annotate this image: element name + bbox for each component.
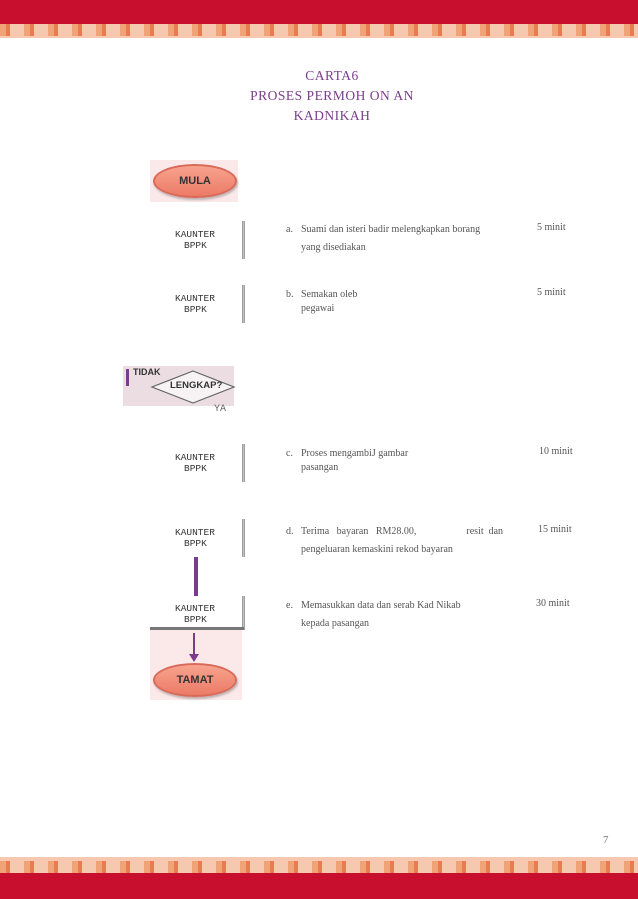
step-a-time: 5 minit bbox=[537, 222, 566, 233]
step-text-cont: pasangan bbox=[301, 462, 339, 473]
process-box-edge-a bbox=[242, 221, 245, 259]
step-d: d. Terima bayaran RM28.00, resit dan pen… bbox=[286, 523, 531, 559]
counter-name: KAUNTER bbox=[175, 603, 215, 614]
process-box-edge-b bbox=[242, 285, 245, 323]
no-label: TIDAK bbox=[133, 367, 161, 377]
step-text-cont: yang disediakan bbox=[301, 242, 366, 253]
step-text: Proses mengambiJ gambar bbox=[301, 448, 409, 459]
end-terminal: TAMAT bbox=[153, 663, 237, 697]
chart-title-line3: KADNIKAH bbox=[293, 108, 371, 123]
counter-name: KAUNTER bbox=[175, 229, 215, 240]
decision-label: LENGKAP? bbox=[170, 380, 223, 391]
process-box-edge-e bbox=[242, 596, 245, 630]
step-index: d. bbox=[286, 526, 294, 537]
step-text-cont: kepada pasangan bbox=[301, 618, 370, 629]
counter-name: KAUNTER bbox=[175, 293, 215, 304]
step-e: e. Memasukkan data dan serab Kad Nikab k… bbox=[286, 597, 526, 633]
down-arrow-icon bbox=[189, 654, 199, 662]
counter-name: KAUNTER bbox=[175, 527, 215, 538]
step-text-cont: pegawai bbox=[301, 303, 335, 314]
start-terminal: MULA bbox=[153, 164, 237, 198]
step-d-time: 15 minit bbox=[538, 524, 572, 535]
counter-unit: BPPK bbox=[184, 304, 207, 315]
step-b-time: 5 minit bbox=[537, 287, 566, 298]
start-label: MULA bbox=[179, 175, 211, 187]
step-a: a. Suami dan isteri badir melengkapkan b… bbox=[286, 221, 526, 257]
chart-title-line2: PROSES PERMOH ON AN bbox=[250, 88, 414, 103]
step-c: c. Proses mengambiJ gambar pasangan bbox=[286, 445, 526, 477]
process-box-edge-c bbox=[242, 444, 245, 482]
no-branch-line bbox=[126, 369, 129, 386]
counter-unit: BPPK bbox=[184, 240, 207, 251]
chart-title: CARTA6 PROSES PERMOH ON AN KADNIKAH bbox=[232, 66, 432, 126]
flow-connector-line bbox=[194, 557, 198, 596]
step-text: Suami dan isteri badir melengkapkan bora… bbox=[301, 224, 481, 235]
step-c-time: 10 minit bbox=[539, 446, 573, 457]
step-text: Semakan oleb bbox=[301, 289, 358, 300]
step-index: b. bbox=[286, 289, 294, 300]
step-index: e. bbox=[286, 600, 293, 611]
top-decorative-banner bbox=[0, 0, 638, 38]
step-text-cont: pengeluaran kemaskini rekod bayaran bbox=[301, 544, 453, 555]
step-e-time: 30 minit bbox=[536, 598, 570, 609]
step-index: a. bbox=[286, 224, 293, 235]
bottom-decorative-banner bbox=[0, 857, 638, 899]
step-text: Terima bayaran RM28.00, resit dan bbox=[301, 526, 504, 537]
process-box-bottom-edge bbox=[150, 627, 244, 630]
counter-unit: BPPK bbox=[184, 614, 207, 625]
counter-unit: BPPK bbox=[184, 538, 207, 549]
chart-title-line1: CARTA6 bbox=[305, 68, 359, 83]
step-text: Memasukkan data dan serab Kad Nikab bbox=[301, 600, 461, 611]
counter-unit: BPPK bbox=[184, 463, 207, 474]
yes-label: YA bbox=[214, 404, 227, 415]
counter-name: KAUNTER bbox=[175, 452, 215, 463]
process-box-edge-d bbox=[242, 519, 245, 557]
page-number: 7 bbox=[603, 834, 609, 846]
decision-diamond bbox=[150, 370, 236, 404]
end-arrow-line bbox=[193, 633, 195, 657]
step-b: b. Semakan oleb pegawai bbox=[286, 286, 526, 318]
step-index: c. bbox=[286, 448, 293, 459]
end-label: TAMAT bbox=[176, 674, 214, 686]
